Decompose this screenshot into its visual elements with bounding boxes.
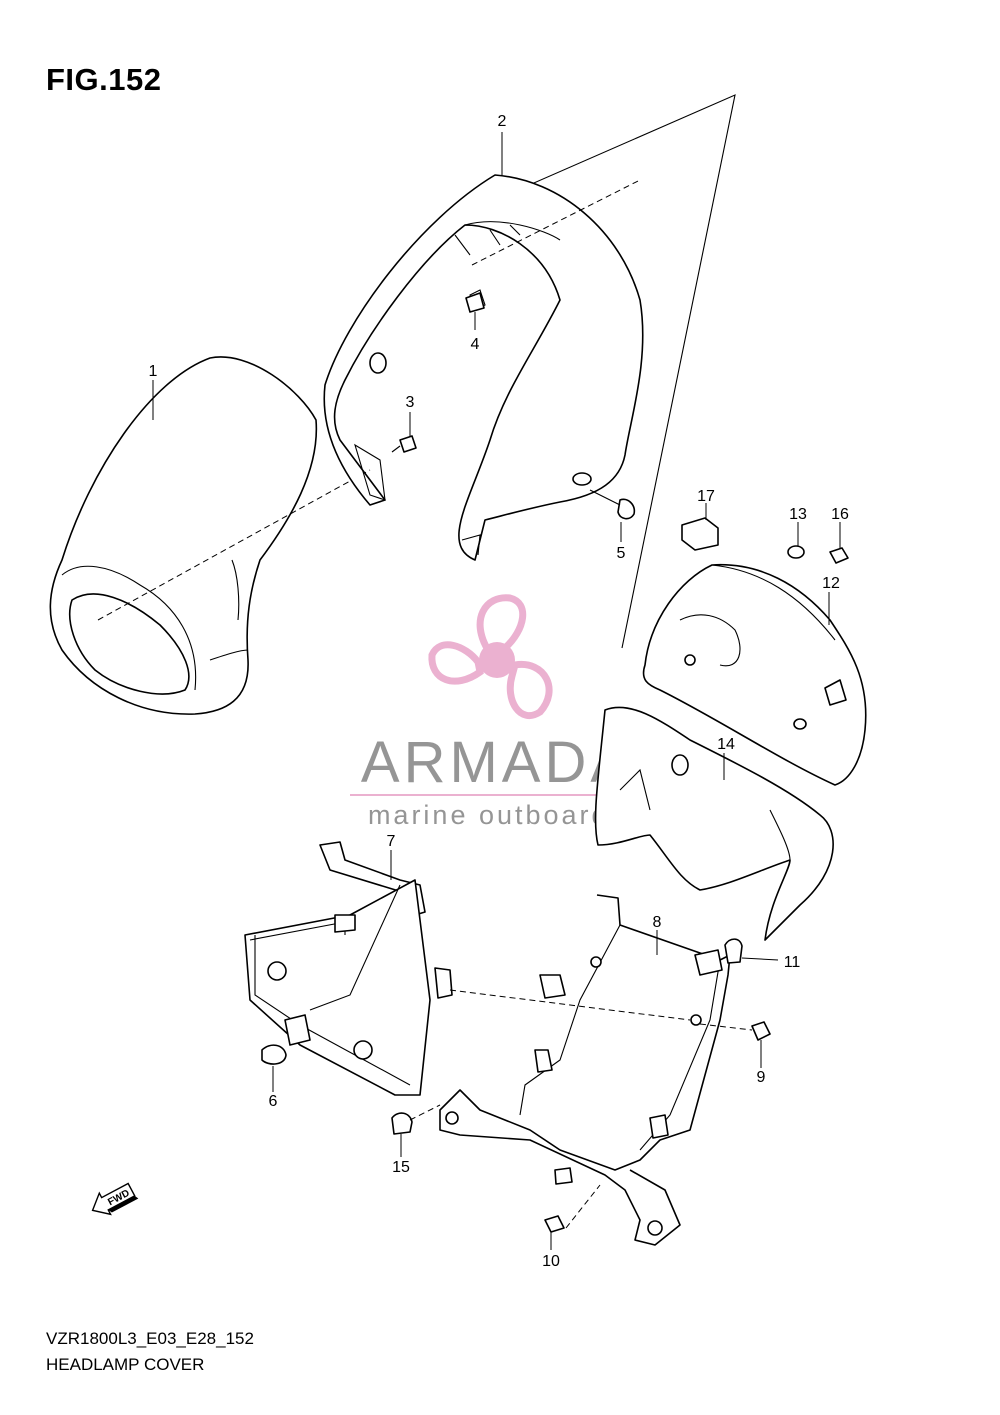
part-5-bolt [589, 489, 636, 520]
part-12-meter-cover [642, 563, 867, 786]
callout-3: 3 [406, 394, 415, 411]
callout-1: 1 [149, 363, 158, 380]
leader-dash-5 [565, 1184, 601, 1229]
part-1-headlamp-housing [49, 356, 318, 715]
callout-8: 8 [653, 914, 662, 931]
callout-16: 16 [831, 506, 849, 523]
callout-17: 17 [697, 488, 715, 505]
leader-dash-2 [471, 179, 641, 266]
part-2-headlamp-cover [323, 174, 644, 561]
callout-9: 9 [757, 1069, 766, 1086]
watermark-brand: ARMADA [361, 730, 633, 795]
callout-leaders [152, 132, 841, 1250]
leader-dash-4 [409, 1104, 441, 1121]
part-17-damper [681, 517, 719, 551]
callout-5: 5 [617, 545, 626, 562]
part-3-screw [391, 435, 417, 453]
callout-14: 14 [717, 736, 735, 753]
watermark-tagline: marine outboards [368, 800, 626, 830]
callout-11: 11 [784, 954, 801, 971]
callout-13: 13 [789, 506, 807, 523]
leader-dash-6 [699, 1023, 753, 1031]
part-13-nut [787, 545, 805, 559]
armada-watermark: ARMADA marine outboards [350, 594, 645, 830]
propeller-logo-icon [428, 594, 553, 719]
figure-title: FIG.152 [46, 62, 162, 97]
view-outline [494, 94, 736, 649]
fwd-arrow-icon: FWD [91, 1182, 139, 1216]
part-14-inner-panel [594, 706, 834, 941]
callout-2: 2 [498, 113, 507, 130]
part-10-bolt [544, 1215, 565, 1233]
part-6-nut [261, 1044, 287, 1065]
leader-dash-3 [449, 989, 691, 1021]
callout-6: 6 [269, 1093, 278, 1110]
part-7-left-bracket [244, 841, 453, 1096]
part-8-right-bracket [439, 894, 731, 1246]
part-16-screw [829, 547, 849, 564]
figure-name: HEADLAMP COVER [46, 1355, 205, 1374]
leader-dash-1 [97, 469, 371, 621]
callout-4: 4 [471, 336, 480, 353]
callout-labels: 1 2 3 4 5 6 7 8 9 10 11 12 13 14 15 16 1… [149, 113, 849, 1270]
part-11-grommet [724, 938, 743, 964]
part-15-collar [391, 1112, 413, 1135]
callout-15: 15 [392, 1159, 410, 1176]
part-9-bolt [751, 1021, 771, 1041]
callout-10: 10 [542, 1253, 560, 1270]
callout-7: 7 [387, 833, 396, 850]
figure-code: VZR1800L3_E03_E28_152 [46, 1329, 254, 1348]
callout-12: 12 [822, 575, 840, 592]
part-4-clip [465, 292, 485, 313]
